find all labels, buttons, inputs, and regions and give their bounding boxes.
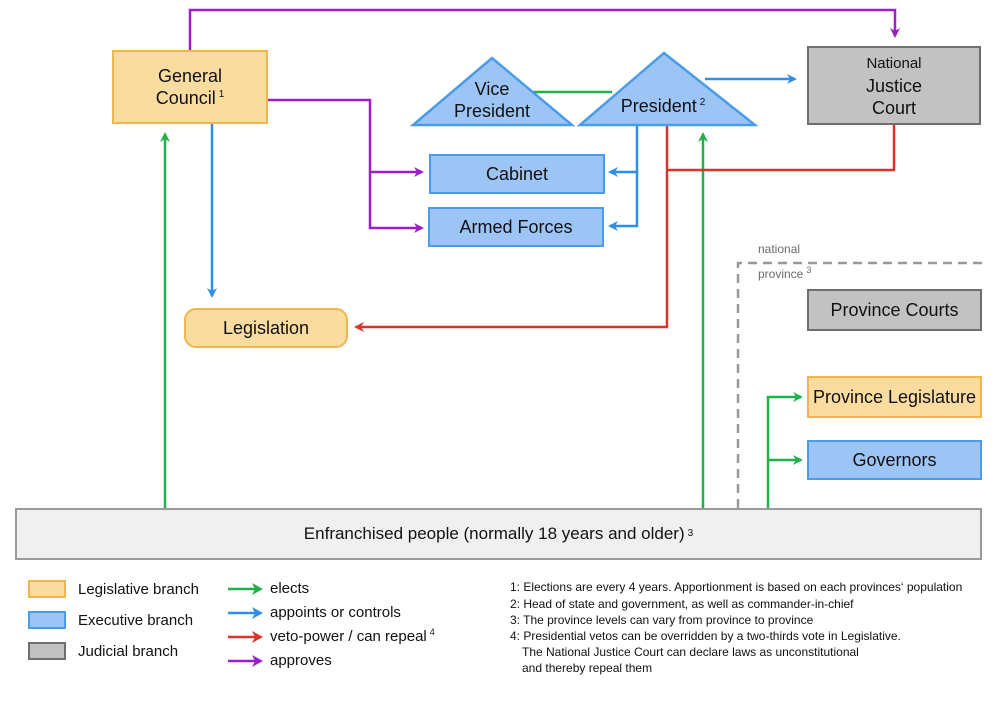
legend-veto-arrow-icon [228, 631, 263, 643]
legend-legislative-swatch [28, 580, 66, 598]
legend-legislative-label: Legislative branch [78, 581, 199, 598]
elects-line-province-legislature [766, 392, 803, 508]
repeal-line-court [667, 124, 896, 172]
appoints-line-cabinet [608, 125, 639, 177]
province-scope-text: province [758, 267, 804, 281]
footnote-3: 3: The province levels can vary from pro… [510, 613, 814, 627]
general-council-line2: Council [155, 88, 216, 108]
legend-judicial-swatch [28, 642, 66, 660]
legend-appoints-label: appoints or controls [270, 604, 401, 621]
legend-approves-arrow-icon [228, 655, 263, 667]
province-scope-footnote: 3 [806, 265, 812, 275]
province-legislature-box: Province Legislature [807, 376, 982, 418]
court-line2: Justice [865, 75, 923, 96]
court-line1: National [866, 54, 922, 72]
footnote-4-line2: The National Justice Court can declare l… [522, 645, 859, 659]
legend-veto-label: veto-power / can repeal [270, 628, 427, 645]
legend-executive-swatch [28, 611, 66, 629]
national-scope-label: national [758, 242, 801, 256]
armed-forces-box: Armed Forces [428, 207, 604, 247]
approves-line-cabinet [268, 98, 424, 177]
enfranchised-people-box: Enfranchised people (normally 18 years a… [15, 508, 982, 560]
legend-approves-label: approves [270, 652, 332, 669]
legend-appoints-arrow-icon [228, 607, 263, 619]
legend-elects-arrow-icon [228, 583, 263, 595]
legend-judicial-label: Judicial branch [78, 643, 179, 660]
president-triangle [576, 51, 759, 127]
approves-line-armed-forces [368, 172, 424, 233]
court-line3: Court [871, 97, 916, 118]
province-legislature-label: Province Legislature [812, 387, 977, 407]
legislation-box: Legislation [184, 308, 348, 348]
veto-line-president [354, 125, 669, 332]
approves-line-court [188, 8, 900, 50]
footnote-1: 1: Elections are every 4 years. Apportio… [510, 580, 963, 594]
footnote-4: 4: Presidential vetos can be overridden … [510, 629, 901, 643]
legend-executive-label: Executive branch [78, 612, 194, 629]
vice-president-line2: President [453, 101, 531, 121]
scope-divider [736, 261, 982, 508]
footnote-4-line3: and thereby repeal them [522, 661, 653, 675]
cabinet-label: Cabinet [485, 164, 549, 184]
legislation-label: Legislation [222, 318, 310, 338]
armed-forces-label: Armed Forces [459, 217, 573, 237]
vice-president-label: Vice President [440, 78, 544, 122]
governors-box: Governors [807, 440, 982, 480]
general-council-line1: General [157, 66, 223, 86]
footnote-2: 2: Head of state and government, as well… [510, 597, 854, 611]
enfranchised-people-label: Enfranchised people (normally 18 years a… [303, 524, 685, 543]
national-justice-court-box: National Justice Court [807, 46, 981, 125]
province-courts-label: Province Courts [830, 300, 959, 320]
governors-label: Governors [852, 450, 937, 470]
vice-president-triangle [409, 56, 576, 127]
president-footnote: 2 [699, 97, 706, 108]
province-courts-box: Province Courts [807, 289, 982, 331]
appoints-line-armed-forces [608, 172, 639, 231]
vice-president-line1: Vice [474, 79, 510, 99]
president-text: President [620, 96, 697, 116]
cabinet-box: Cabinet [429, 154, 605, 194]
legend-veto-footnote: 4 [429, 627, 435, 637]
general-council-footnote: 1 [218, 89, 225, 100]
legend-elects-label: elects [270, 580, 310, 597]
